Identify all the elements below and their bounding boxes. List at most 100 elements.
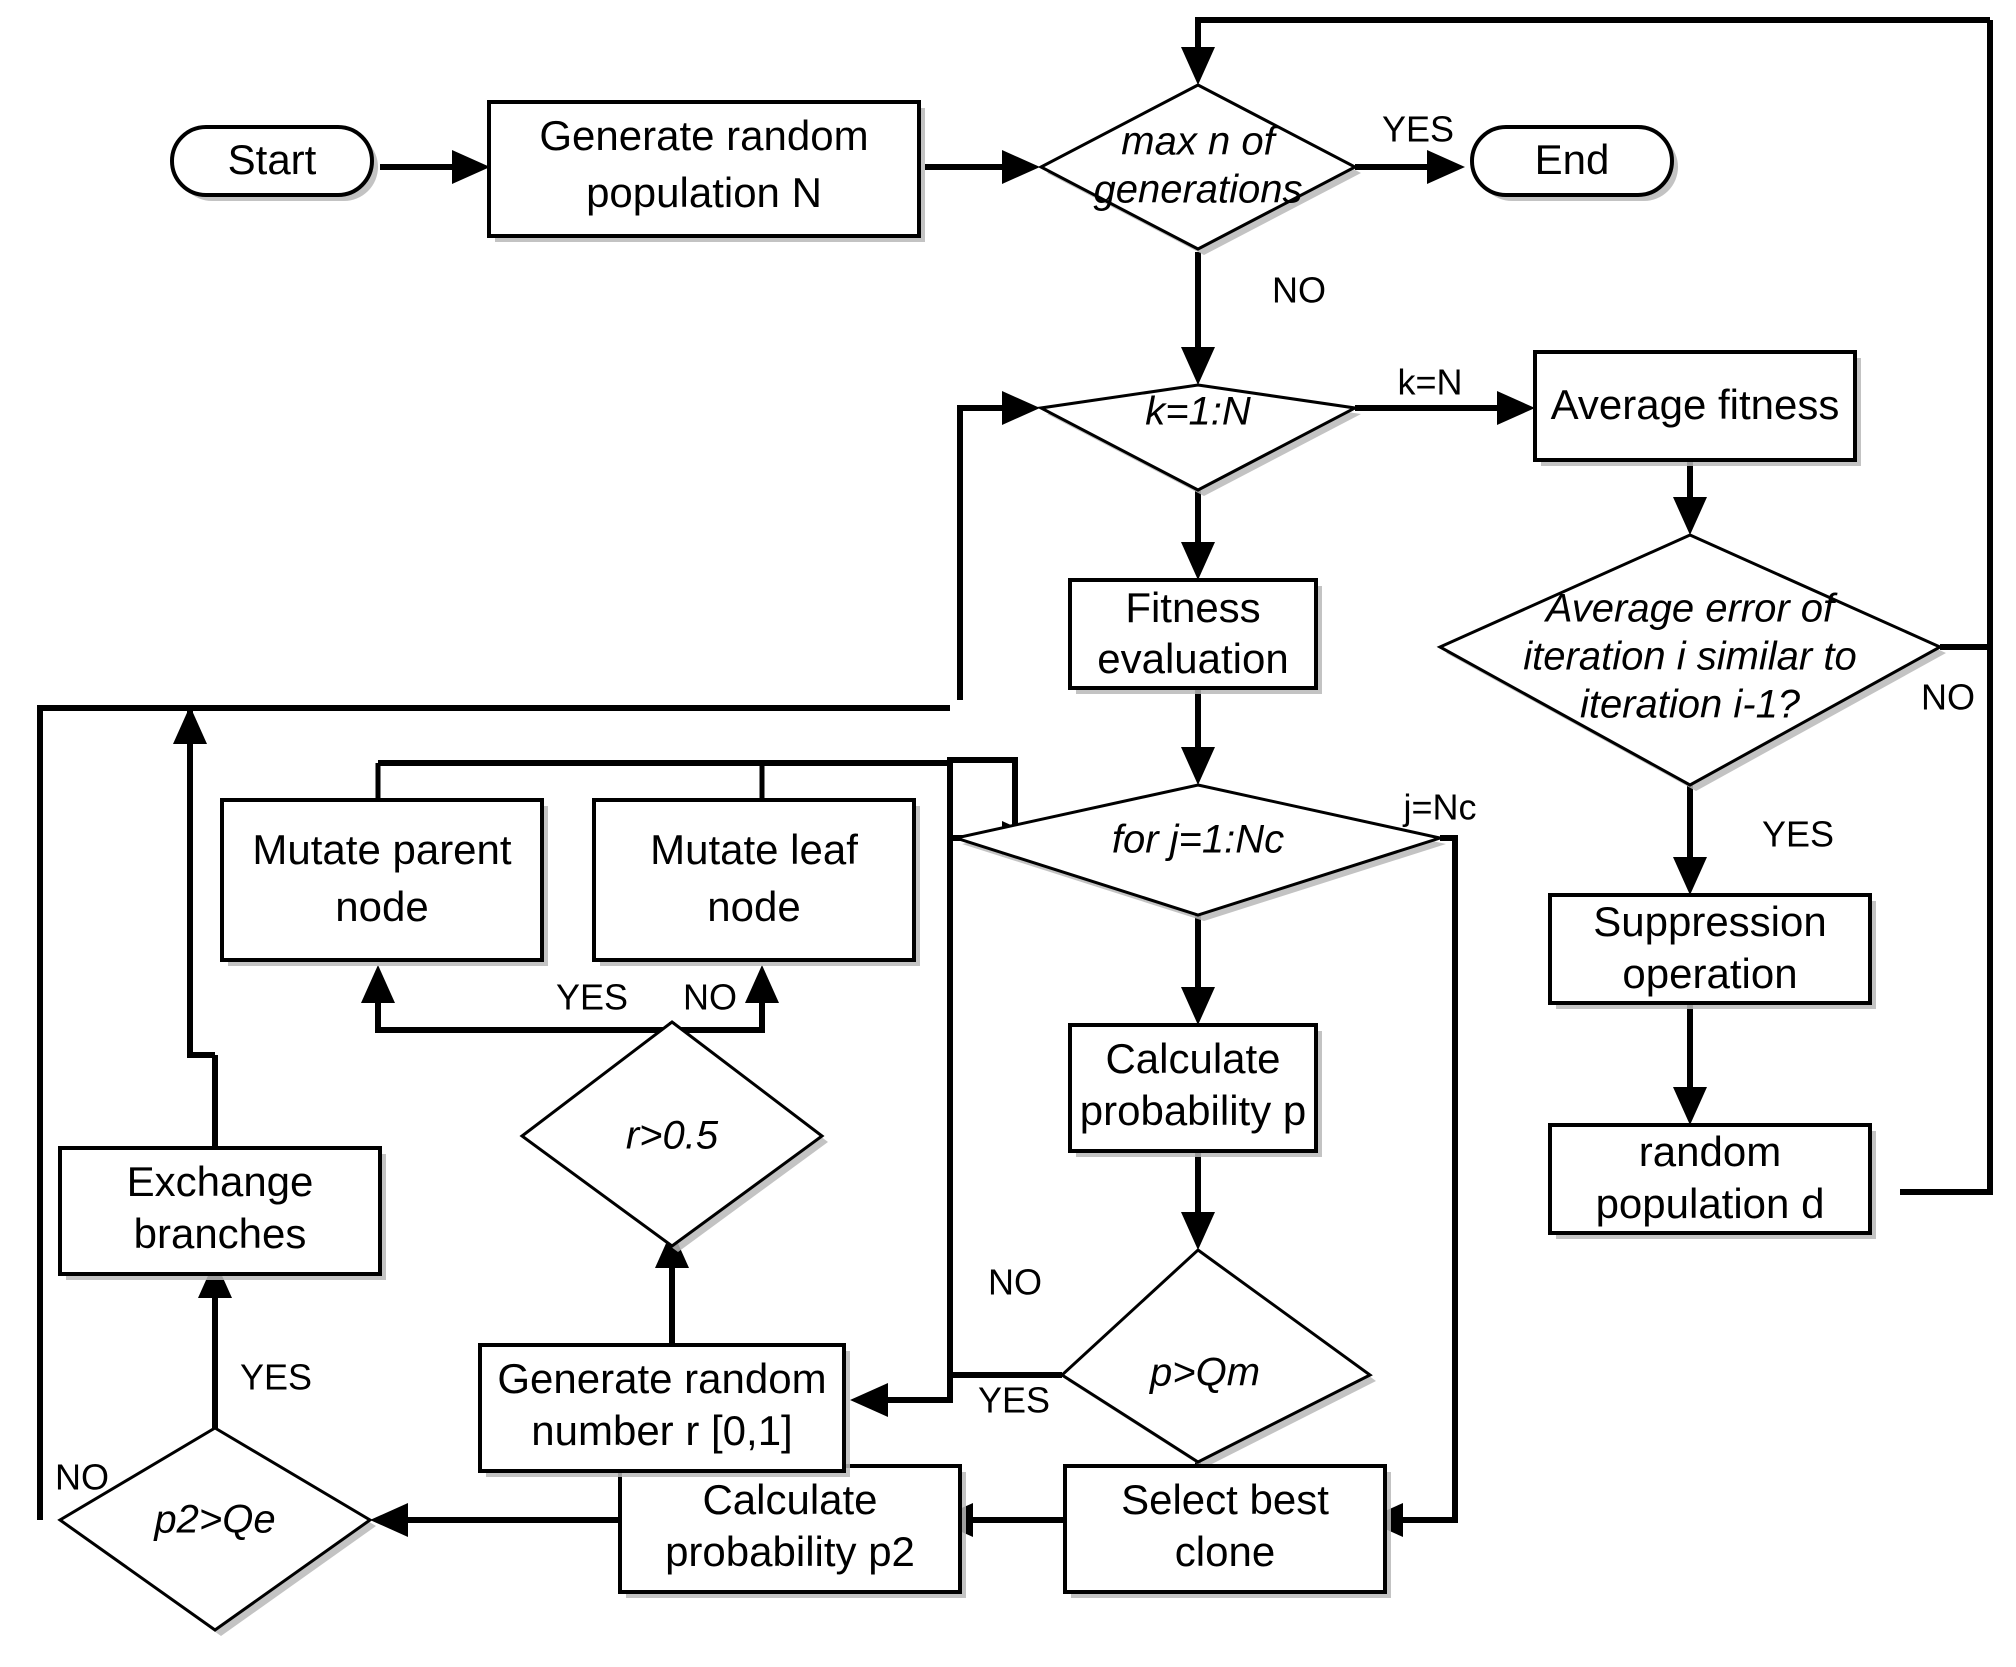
node-suppression[interactable]: Suppression operation	[1548, 893, 1876, 1009]
r-gt-05-shape	[519, 1020, 825, 1248]
node-random-population-d[interactable]: random population d	[1548, 1123, 1876, 1239]
select-best-clone-line2: clone	[1175, 1528, 1275, 1575]
label-avgerr-yes: YES	[1762, 814, 1834, 855]
r-gt-05-label: r>0.5	[626, 1114, 719, 1158]
max-generations-line2: generations	[1093, 168, 1302, 212]
suppression-shape	[1548, 893, 1872, 1005]
exchange-branches-shape	[58, 1146, 382, 1276]
node-fitness-evaluation[interactable]: Fitness evaluation	[1068, 578, 1322, 694]
edge-avgerror-no-right	[1940, 20, 1993, 650]
generate-r-line1: Generate random	[497, 1355, 826, 1402]
node-select-best-clone[interactable]: Select best clone	[1063, 1464, 1391, 1598]
edge-pqm-no-up	[947, 757, 1018, 1375]
label-avgerr-no: NO	[1921, 677, 1975, 718]
label-r-yes: YES	[556, 977, 628, 1018]
end-shape	[1470, 125, 1674, 197]
label-pqm-no: NO	[988, 1262, 1042, 1303]
arrowhead-calcp2-to-p2qe	[370, 1503, 408, 1537]
arrowhead-r-yes-to-mutateparent	[361, 965, 395, 1003]
node-exchange-branches[interactable]: Exchange branches	[58, 1146, 386, 1280]
arrowhead-return-top	[1181, 47, 1215, 85]
calculate-p-line1: Calculate	[1105, 1035, 1280, 1082]
exchange-branches-line1: Exchange	[127, 1158, 314, 1205]
node-generate-r[interactable]: Generate random number r [0,1]	[478, 1343, 850, 1477]
calculate-p2-shape	[618, 1464, 962, 1594]
random-population-d-line1: random	[1639, 1128, 1781, 1175]
edge-randompop-to-return	[1900, 647, 1993, 1195]
node-p2-gt-qe[interactable]: p2>Qe	[57, 1426, 376, 1636]
random-population-d-line2: population d	[1596, 1180, 1825, 1227]
start-shape	[170, 125, 374, 197]
node-start[interactable]: Start	[170, 125, 378, 201]
average-fitness-shape	[1533, 350, 1857, 462]
edge-r-no-to-mutateleaf	[672, 990, 765, 1033]
arrowhead-jloop-to-calcp	[1181, 987, 1215, 1025]
p2-gt-qe-shape	[57, 1426, 373, 1632]
arrowhead-fitness-to-jloop	[1181, 747, 1215, 785]
node-end[interactable]: End	[1470, 125, 1678, 201]
fitness-evaluation-shape	[1068, 578, 1318, 690]
calculate-p2-line1: Calculate	[702, 1476, 877, 1523]
label-p2qe-no: NO	[55, 1457, 109, 1498]
k-loop-label: k=1:N	[1145, 390, 1251, 434]
edge-p2qe-no-left-rail	[37, 705, 190, 1520]
node-max-generations[interactable]: max n of generations	[1037, 83, 1361, 255]
average-error-shape	[1436, 533, 1944, 787]
node-generate-population[interactable]: Generate random population N	[487, 100, 925, 242]
node-k-loop[interactable]: k=1:N	[1036, 383, 1361, 496]
node-r-gt-05[interactable]: r>0.5	[519, 1020, 828, 1252]
generate-r-line2: number r [0,1]	[531, 1407, 792, 1454]
suppression-line1: Suppression	[1593, 898, 1826, 945]
arrowhead-avgfitness-to-avgerror	[1673, 497, 1707, 535]
label-r-no: NO	[683, 977, 737, 1018]
mutate-parent-shape	[220, 798, 544, 962]
label-j-equals-nc: j=Nc	[1402, 787, 1476, 828]
j-loop-label: for j=1:Nc	[1112, 818, 1284, 862]
select-best-clone-shape	[1063, 1464, 1387, 1594]
generate-population-line2: population N	[586, 169, 822, 216]
node-average-fitness[interactable]: Average fitness	[1533, 350, 1861, 466]
j-loop-shape	[950, 783, 1446, 917]
arrowhead-left-rail-up	[173, 706, 207, 744]
node-p-gt-qm[interactable]: p>Qm	[1059, 1248, 1376, 1468]
edge-exchange-to-rail	[187, 708, 215, 1058]
average-fitness-label: Average fitness	[1551, 381, 1840, 428]
generate-population-shape	[487, 100, 921, 238]
arrowhead-loopback-to-kloop	[1002, 391, 1040, 425]
random-population-d-shape	[1548, 1123, 1872, 1235]
label-maxgen-yes: YES	[1382, 109, 1454, 150]
exchange-branches-line2: branches	[134, 1210, 307, 1257]
average-error-line3: iteration i-1?	[1580, 683, 1801, 727]
node-calculate-p2[interactable]: Calculate probability p2	[618, 1464, 966, 1598]
arrowhead-generate-to-maxgen	[1002, 150, 1040, 184]
arrowhead-start-to-generate	[452, 150, 490, 184]
label-k-equals-n: k=N	[1397, 362, 1462, 403]
calculate-p2-line2: probability p2	[665, 1528, 915, 1575]
p-gt-qm-shape	[1059, 1248, 1373, 1464]
edge-loopback-to-kloop	[957, 405, 1015, 700]
node-mutate-parent[interactable]: Mutate parent node	[220, 798, 548, 966]
node-mutate-leaf[interactable]: Mutate leaf node	[592, 798, 920, 966]
calculate-p-line2: probability p	[1080, 1087, 1306, 1134]
edge-jnc-to-selectclone	[1390, 835, 1458, 1523]
arrowhead-generater-to-r05	[655, 1230, 689, 1268]
mutate-leaf-line1: Mutate leaf	[650, 826, 858, 873]
node-average-error[interactable]: Average error of iteration i similar to …	[1436, 533, 1946, 791]
node-j-loop[interactable]: for j=1:Nc	[950, 783, 1446, 921]
average-error-line1: Average error of	[1544, 587, 1838, 631]
arrowhead-r-no-to-mutateleaf	[745, 965, 779, 1003]
start-label: Start	[228, 136, 317, 183]
arrowhead-pqm-yes-to-generater	[850, 1383, 888, 1417]
calculate-p-shape	[1068, 1023, 1318, 1153]
mutate-parent-line1: Mutate parent	[252, 826, 511, 873]
label-maxgen-no: NO	[1272, 270, 1326, 311]
label-p2qe-yes: YES	[240, 1357, 312, 1398]
arrowhead-calcp-to-pqm	[1181, 1212, 1215, 1250]
fitness-evaluation-line1: Fitness	[1125, 584, 1260, 631]
arrowhead-avgerror-to-suppression	[1673, 857, 1707, 895]
p-gt-qm-label: p>Qm	[1149, 1351, 1260, 1395]
generate-r-shape	[478, 1343, 846, 1473]
arrowhead-maxgen-to-end	[1427, 150, 1465, 184]
node-calculate-p[interactable]: Calculate probability p	[1068, 1023, 1322, 1157]
